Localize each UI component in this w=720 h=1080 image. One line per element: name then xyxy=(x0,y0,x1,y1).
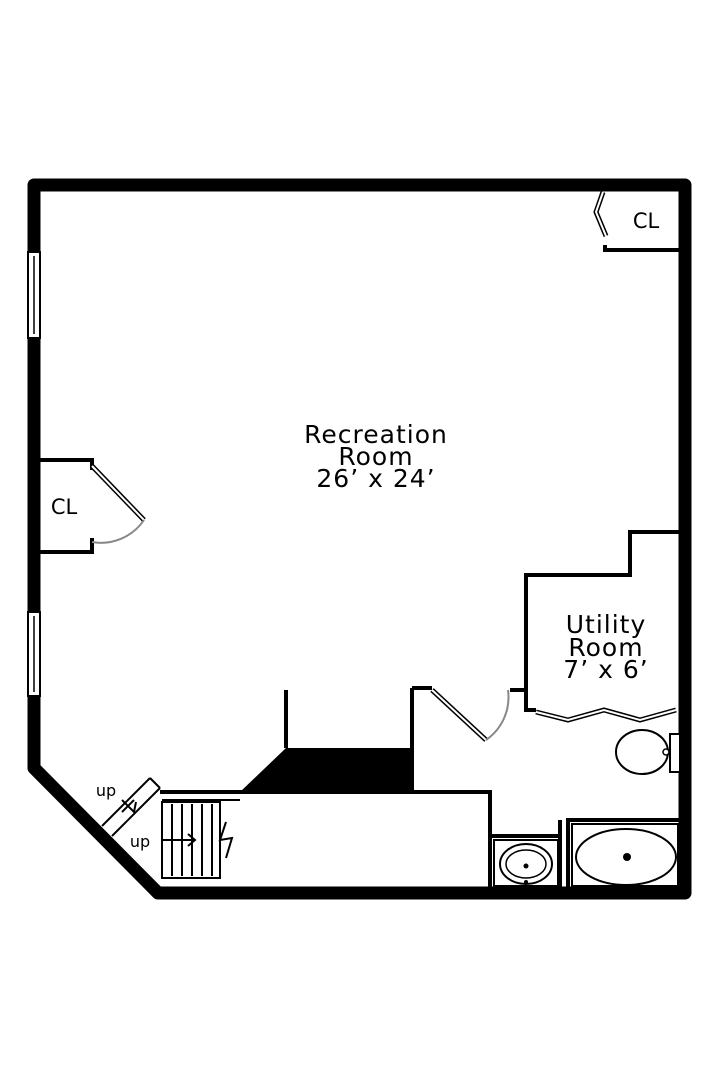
bath-walls xyxy=(160,686,680,888)
window-upper-left xyxy=(27,251,41,339)
stairs-upper-label: up xyxy=(96,781,116,800)
window-lower-left xyxy=(27,611,41,697)
sink xyxy=(493,839,559,887)
bath-door xyxy=(430,688,510,742)
closet-right-label: CL xyxy=(633,209,660,233)
closet-right-walls xyxy=(603,245,680,252)
closet-left-label: CL xyxy=(51,495,78,519)
stair-wall-mass xyxy=(240,748,412,792)
bathtub xyxy=(571,823,679,887)
closet-right-bifold-door xyxy=(593,191,609,237)
stairs xyxy=(101,777,240,879)
utility-room-walls xyxy=(510,530,680,712)
utility-room-name-line1: Utility xyxy=(566,610,647,639)
toilet xyxy=(615,729,681,775)
utility-room-name-line2: Room xyxy=(568,633,643,662)
recreation-room-name-line1: Recreation xyxy=(304,420,448,449)
recreation-room-name-line2: Room xyxy=(338,442,413,471)
stairs-lower-label: up xyxy=(130,832,150,851)
closet-left-door xyxy=(90,464,146,544)
utility-room-size: 7’ x 6’ xyxy=(563,655,648,684)
utility-room-bifold-door xyxy=(535,707,677,723)
recreation-room-size: 26’ x 24’ xyxy=(316,464,435,493)
